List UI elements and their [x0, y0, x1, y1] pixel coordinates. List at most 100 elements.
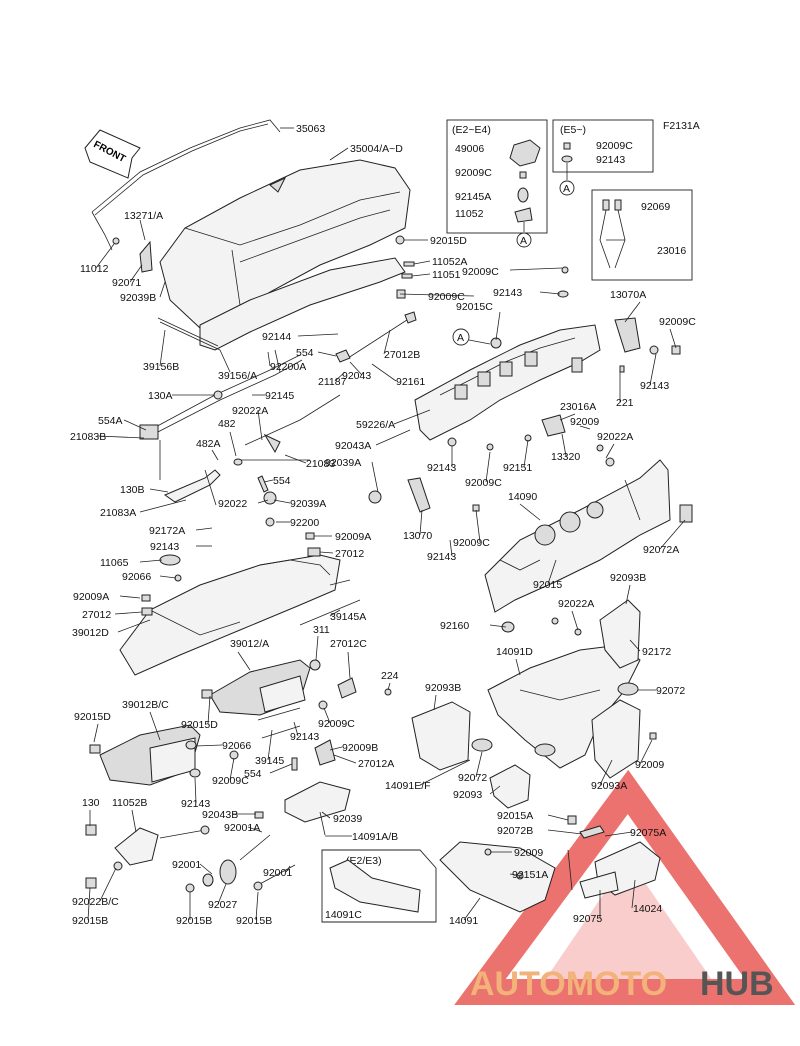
leader-line — [323, 707, 331, 724]
inset-e5-item-2: 92143 — [596, 154, 625, 166]
leader-line — [123, 419, 147, 431]
leader-line — [207, 695, 211, 725]
callout-label: 130A — [148, 390, 173, 402]
callout-label: 92075A — [630, 827, 666, 839]
watermark-logo — [454, 769, 796, 1005]
leader-line — [194, 777, 197, 804]
callout-label: 92001 — [172, 859, 201, 871]
callout-label: 39145 — [255, 755, 284, 767]
leader-line — [97, 435, 145, 439]
callout-label: 14091D — [496, 646, 533, 658]
callout-label: 92151 — [503, 462, 532, 474]
callout-label: 39156B — [143, 361, 179, 373]
callout-label: 92009 — [570, 416, 599, 428]
callout-label: 92200A — [270, 361, 306, 373]
callout-label: 92039 — [333, 813, 362, 825]
leader-line — [604, 831, 633, 837]
callout-label: 39012B/C — [122, 699, 169, 711]
leader-line — [114, 611, 143, 615]
leader-line — [263, 479, 274, 483]
leader-line — [255, 891, 259, 921]
callout-label: 35004/A~D — [350, 143, 403, 155]
leader-line — [149, 711, 161, 741]
callout-label: 14091A/B — [352, 831, 398, 843]
leader-line — [669, 328, 677, 349]
callout-label: 92015A — [497, 810, 533, 822]
callout-label: 92143 — [150, 541, 179, 553]
inset-e2-e3: (E2/E3) 14091C — [321, 849, 437, 923]
part-side-brackets — [411, 599, 657, 809]
callout-label: 130 — [82, 797, 100, 809]
leader-line — [219, 349, 231, 373]
callout-label: 92151A — [512, 869, 548, 881]
callout-label: 13320 — [551, 451, 580, 463]
inset-e2e4-ref-circle — [516, 232, 532, 248]
leader-line — [159, 329, 166, 367]
callout-label: 92015B — [236, 915, 272, 927]
leader-line — [319, 551, 334, 554]
callout-label: 92093A — [591, 780, 627, 792]
part-dash-panel — [414, 266, 601, 441]
inset-23016-item: 92069 — [641, 201, 670, 213]
callout-label: 92009B — [342, 742, 378, 754]
callout-label: 27012 — [335, 548, 364, 560]
leader-line — [489, 624, 507, 628]
callout-label: 14091E/F — [385, 780, 431, 792]
leader-line — [571, 610, 579, 631]
callout-label: 92015B — [72, 915, 108, 927]
callout-label: 92172A — [149, 525, 185, 537]
callout-label: 92143 — [493, 287, 522, 299]
callout-label: 92143 — [427, 551, 456, 563]
leader-line — [267, 729, 273, 761]
ref-marker-a-text: A — [457, 332, 464, 344]
leader-line — [257, 409, 263, 441]
inset-e2e4-item-4: 11052 — [455, 208, 484, 220]
leader-line — [485, 451, 491, 483]
callout-label: 554 — [296, 347, 314, 359]
inset-23016: 92069 23016 — [591, 189, 693, 281]
callout-label: 92093B — [425, 682, 461, 694]
leader-line — [131, 809, 137, 833]
leader-line — [475, 751, 483, 778]
callout-label: 554A — [98, 415, 123, 427]
callout-label: 11052B — [112, 797, 147, 809]
callout-label: 92039A — [325, 457, 361, 469]
leader-line — [399, 293, 475, 297]
leader-line — [237, 651, 251, 671]
callout-label: 92072 — [656, 685, 685, 697]
leader-line — [95, 243, 115, 269]
callout-label: 92009C — [212, 775, 249, 787]
leader-line — [329, 609, 341, 617]
callout-label: 14091 — [449, 915, 478, 927]
leader-line — [199, 863, 213, 875]
leader-line — [87, 887, 91, 921]
callout-label: 92145 — [265, 390, 294, 402]
callout-label: 92009C — [318, 718, 355, 730]
callout-label: 92022 — [218, 498, 247, 510]
callout-label: 59226/A — [356, 419, 395, 431]
callout-label: 92015B — [176, 915, 212, 927]
callout-label: 92143 — [290, 731, 319, 743]
leader-line — [625, 584, 631, 605]
leader-line — [315, 635, 319, 661]
callout-label: 27012 — [82, 609, 111, 621]
leader-line — [411, 273, 431, 277]
callout-label: 92071 — [112, 277, 141, 289]
part-lower-panel-14090 — [368, 437, 693, 613]
callout-label: 21083 — [306, 458, 335, 470]
leader-line — [229, 757, 235, 781]
callout-label: 92009C — [428, 291, 465, 303]
leader-line — [523, 439, 529, 468]
callout-label: 23016A — [560, 401, 596, 413]
leader-line — [119, 595, 141, 599]
leader-line — [433, 694, 437, 711]
callout-label: 92161 — [396, 376, 425, 388]
leader-line — [631, 879, 636, 909]
callout-labels: 3506335004/A~D13271/A110129207192039B391… — [70, 123, 696, 927]
leader-line — [495, 311, 501, 341]
inset-e5-ref-circle — [559, 180, 575, 196]
leader-line — [547, 814, 569, 821]
part-front-cover — [159, 159, 411, 333]
callout-label: 92043A — [335, 440, 371, 452]
watermark-text-colored: AUTOMOTO — [470, 965, 667, 1003]
